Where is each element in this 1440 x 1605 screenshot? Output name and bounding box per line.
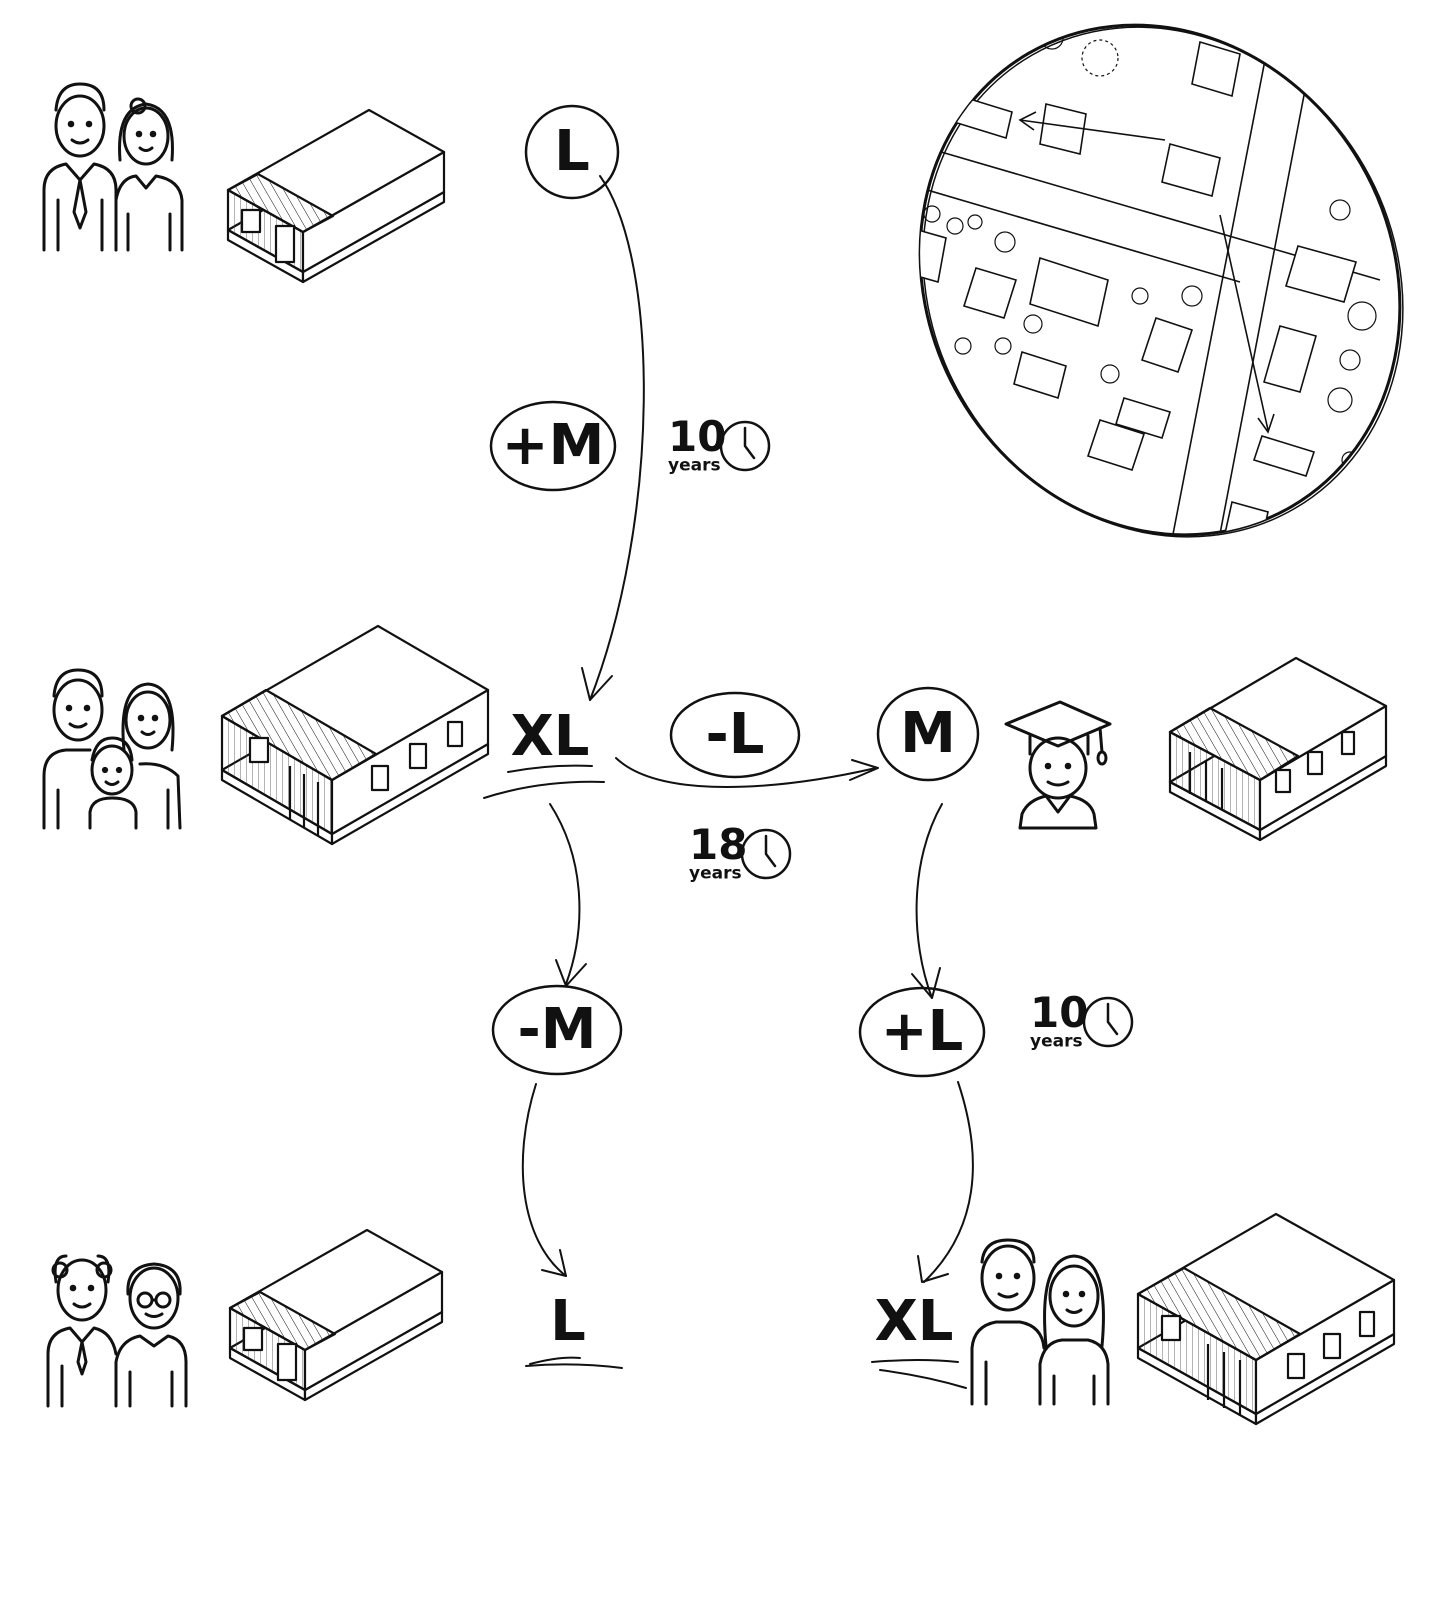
node-start-l-ring [524, 104, 620, 200]
flow-arrows [483, 175, 974, 1389]
arrowhead-xl-to-minus-m [555, 959, 587, 987]
arrow-xl-to-m [615, 757, 877, 788]
node-remove-l-ring [669, 691, 801, 779]
node-remove-m: -M [517, 997, 597, 1062]
clock-icon [1082, 996, 1134, 1048]
house-m-icon [1168, 656, 1388, 842]
node-remove-l: -L [705, 702, 765, 767]
elderly-couple-icon [46, 1254, 188, 1408]
duration-right-value: 10 [1030, 988, 1089, 1037]
arrowhead-minus-m-to-l [541, 1249, 567, 1277]
couple-icon [42, 82, 184, 252]
arrow-xl-to-minus-m [549, 803, 581, 985]
house-xl-large-icon [1136, 1212, 1396, 1426]
node-add-m-ring [489, 400, 617, 492]
clock-icon [740, 828, 792, 880]
clock-icon [719, 420, 771, 472]
node-m-ring [876, 686, 980, 782]
arrow-m-to-plus-l [915, 803, 943, 999]
arrow-l-to-xl [589, 175, 645, 701]
family-icon [42, 668, 182, 830]
house-l-small-icon [228, 1228, 444, 1402]
arrowhead-m-to-plus-l [911, 967, 941, 999]
node-add-l-ring [858, 986, 986, 1078]
node-start-l: L [554, 119, 590, 184]
node-m: M [900, 701, 956, 766]
duration-right-unit: years [1030, 1031, 1083, 1052]
node-ellipses [489, 104, 986, 1078]
node-remove-m-ring [491, 984, 623, 1076]
node-xl-center: XL [510, 704, 590, 769]
duration-middle-value: 18 [689, 820, 748, 869]
duration-top-unit: years [668, 455, 721, 476]
duration-top-value: 10 [668, 412, 727, 461]
arrow-plus-l-to-xl [923, 1081, 974, 1283]
node-add-m: +M [501, 413, 605, 478]
duration-middle-unit: years [689, 863, 742, 884]
graduate-icon [1004, 700, 1112, 830]
house-l-icon [226, 108, 446, 284]
house-xl-icon [220, 624, 490, 846]
node-add-l: +L [880, 999, 964, 1064]
node-xl-bottom: XL [874, 1289, 954, 1354]
young-couple-icon [970, 1238, 1110, 1406]
site-plan-map-icon [899, 23, 1404, 561]
arrowhead-xl-to-m [849, 759, 879, 781]
node-l-bottom: L [550, 1289, 586, 1354]
arrow-minus-m-to-l [521, 1083, 567, 1277]
arrowhead-l-to-xl [581, 667, 613, 701]
arrowhead-plus-l-to-xl [917, 1255, 949, 1283]
